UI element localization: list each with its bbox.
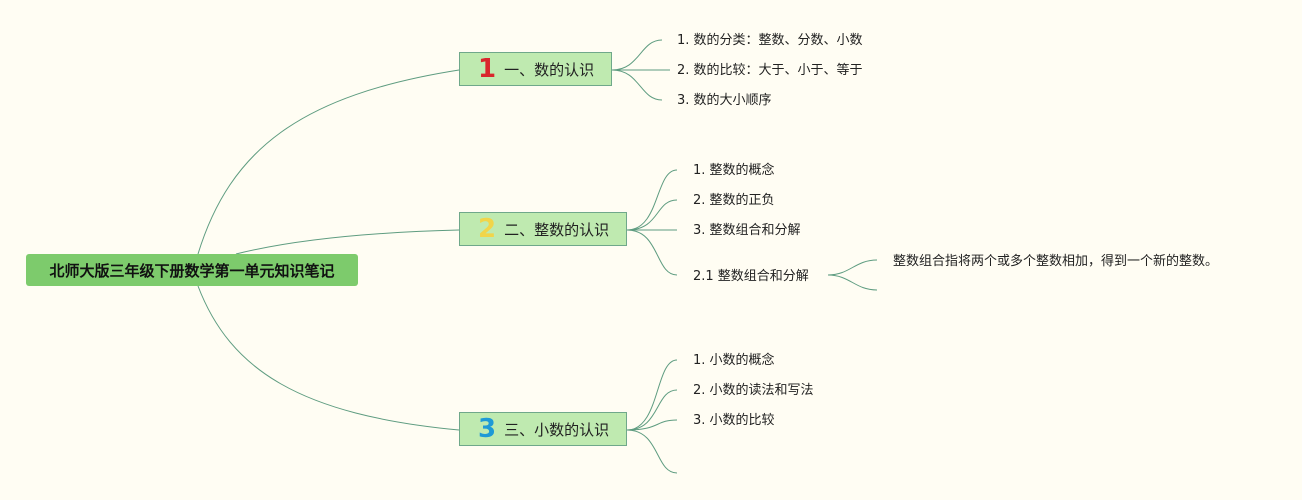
leaf-node[interactable]: 1. 数的分类：整数、分数、小数 bbox=[677, 33, 863, 48]
connector-sub-c2 bbox=[827, 274, 878, 291]
connector-b3-c2 bbox=[626, 389, 678, 431]
connector-root-b1 bbox=[197, 69, 460, 255]
leaf-node[interactable]: 2. 数的比较：大于、小于、等于 bbox=[677, 63, 863, 78]
branch-node-1[interactable]: 1 一、数的认识 bbox=[459, 52, 612, 86]
connector-b3-c1 bbox=[626, 359, 678, 431]
leaf-node[interactable]: 2. 整数的正负 bbox=[693, 193, 775, 208]
leaf-node[interactable]: 1. 小数的概念 bbox=[693, 353, 775, 368]
connector-root-b2 bbox=[235, 229, 460, 255]
branch-node-3[interactable]: 3 三、小数的认识 bbox=[459, 412, 627, 446]
connector-root-b3 bbox=[197, 285, 460, 431]
leaf-node[interactable]: 1. 整数的概念 bbox=[693, 163, 775, 178]
number-2-icon: 2 bbox=[478, 214, 497, 244]
root-node[interactable]: 北师大版三年级下册数学第一单元知识笔记 bbox=[26, 254, 358, 286]
leaf-node[interactable]: 3. 整数组合和分解 bbox=[693, 223, 801, 238]
connector-b3-c3 bbox=[626, 419, 678, 431]
leaf-node[interactable]: 2.1 整数组合和分解 bbox=[693, 269, 809, 284]
connector-b1-c1 bbox=[611, 39, 663, 71]
branch-label: 二、整数的认识 bbox=[504, 220, 610, 239]
connector-b2-c4 bbox=[626, 229, 678, 276]
number-3-icon: 3 bbox=[478, 414, 497, 444]
leaf-node[interactable]: 2. 小数的读法和写法 bbox=[693, 383, 814, 398]
number-1-icon: 1 bbox=[478, 54, 497, 84]
connector-sub-c1 bbox=[827, 259, 878, 276]
connector-b2-c1 bbox=[626, 169, 678, 231]
branch-label: 三、小数的认识 bbox=[504, 420, 610, 439]
leaf-node-detail[interactable]: 整数组合指将两个或多个整数相加，得到一个新的整数。 bbox=[893, 254, 1219, 269]
root-label: 北师大版三年级下册数学第一单元知识笔记 bbox=[49, 261, 335, 280]
branch-label: 一、数的认识 bbox=[504, 60, 595, 79]
connector-b3-c4 bbox=[626, 429, 678, 474]
leaf-node[interactable]: 3. 数的大小顺序 bbox=[677, 93, 772, 108]
leaf-node[interactable]: 3. 小数的比较 bbox=[693, 413, 775, 428]
connector-b2-c2 bbox=[626, 199, 678, 231]
connector-b1-c3 bbox=[611, 69, 663, 101]
branch-node-2[interactable]: 2 二、整数的认识 bbox=[459, 212, 627, 246]
